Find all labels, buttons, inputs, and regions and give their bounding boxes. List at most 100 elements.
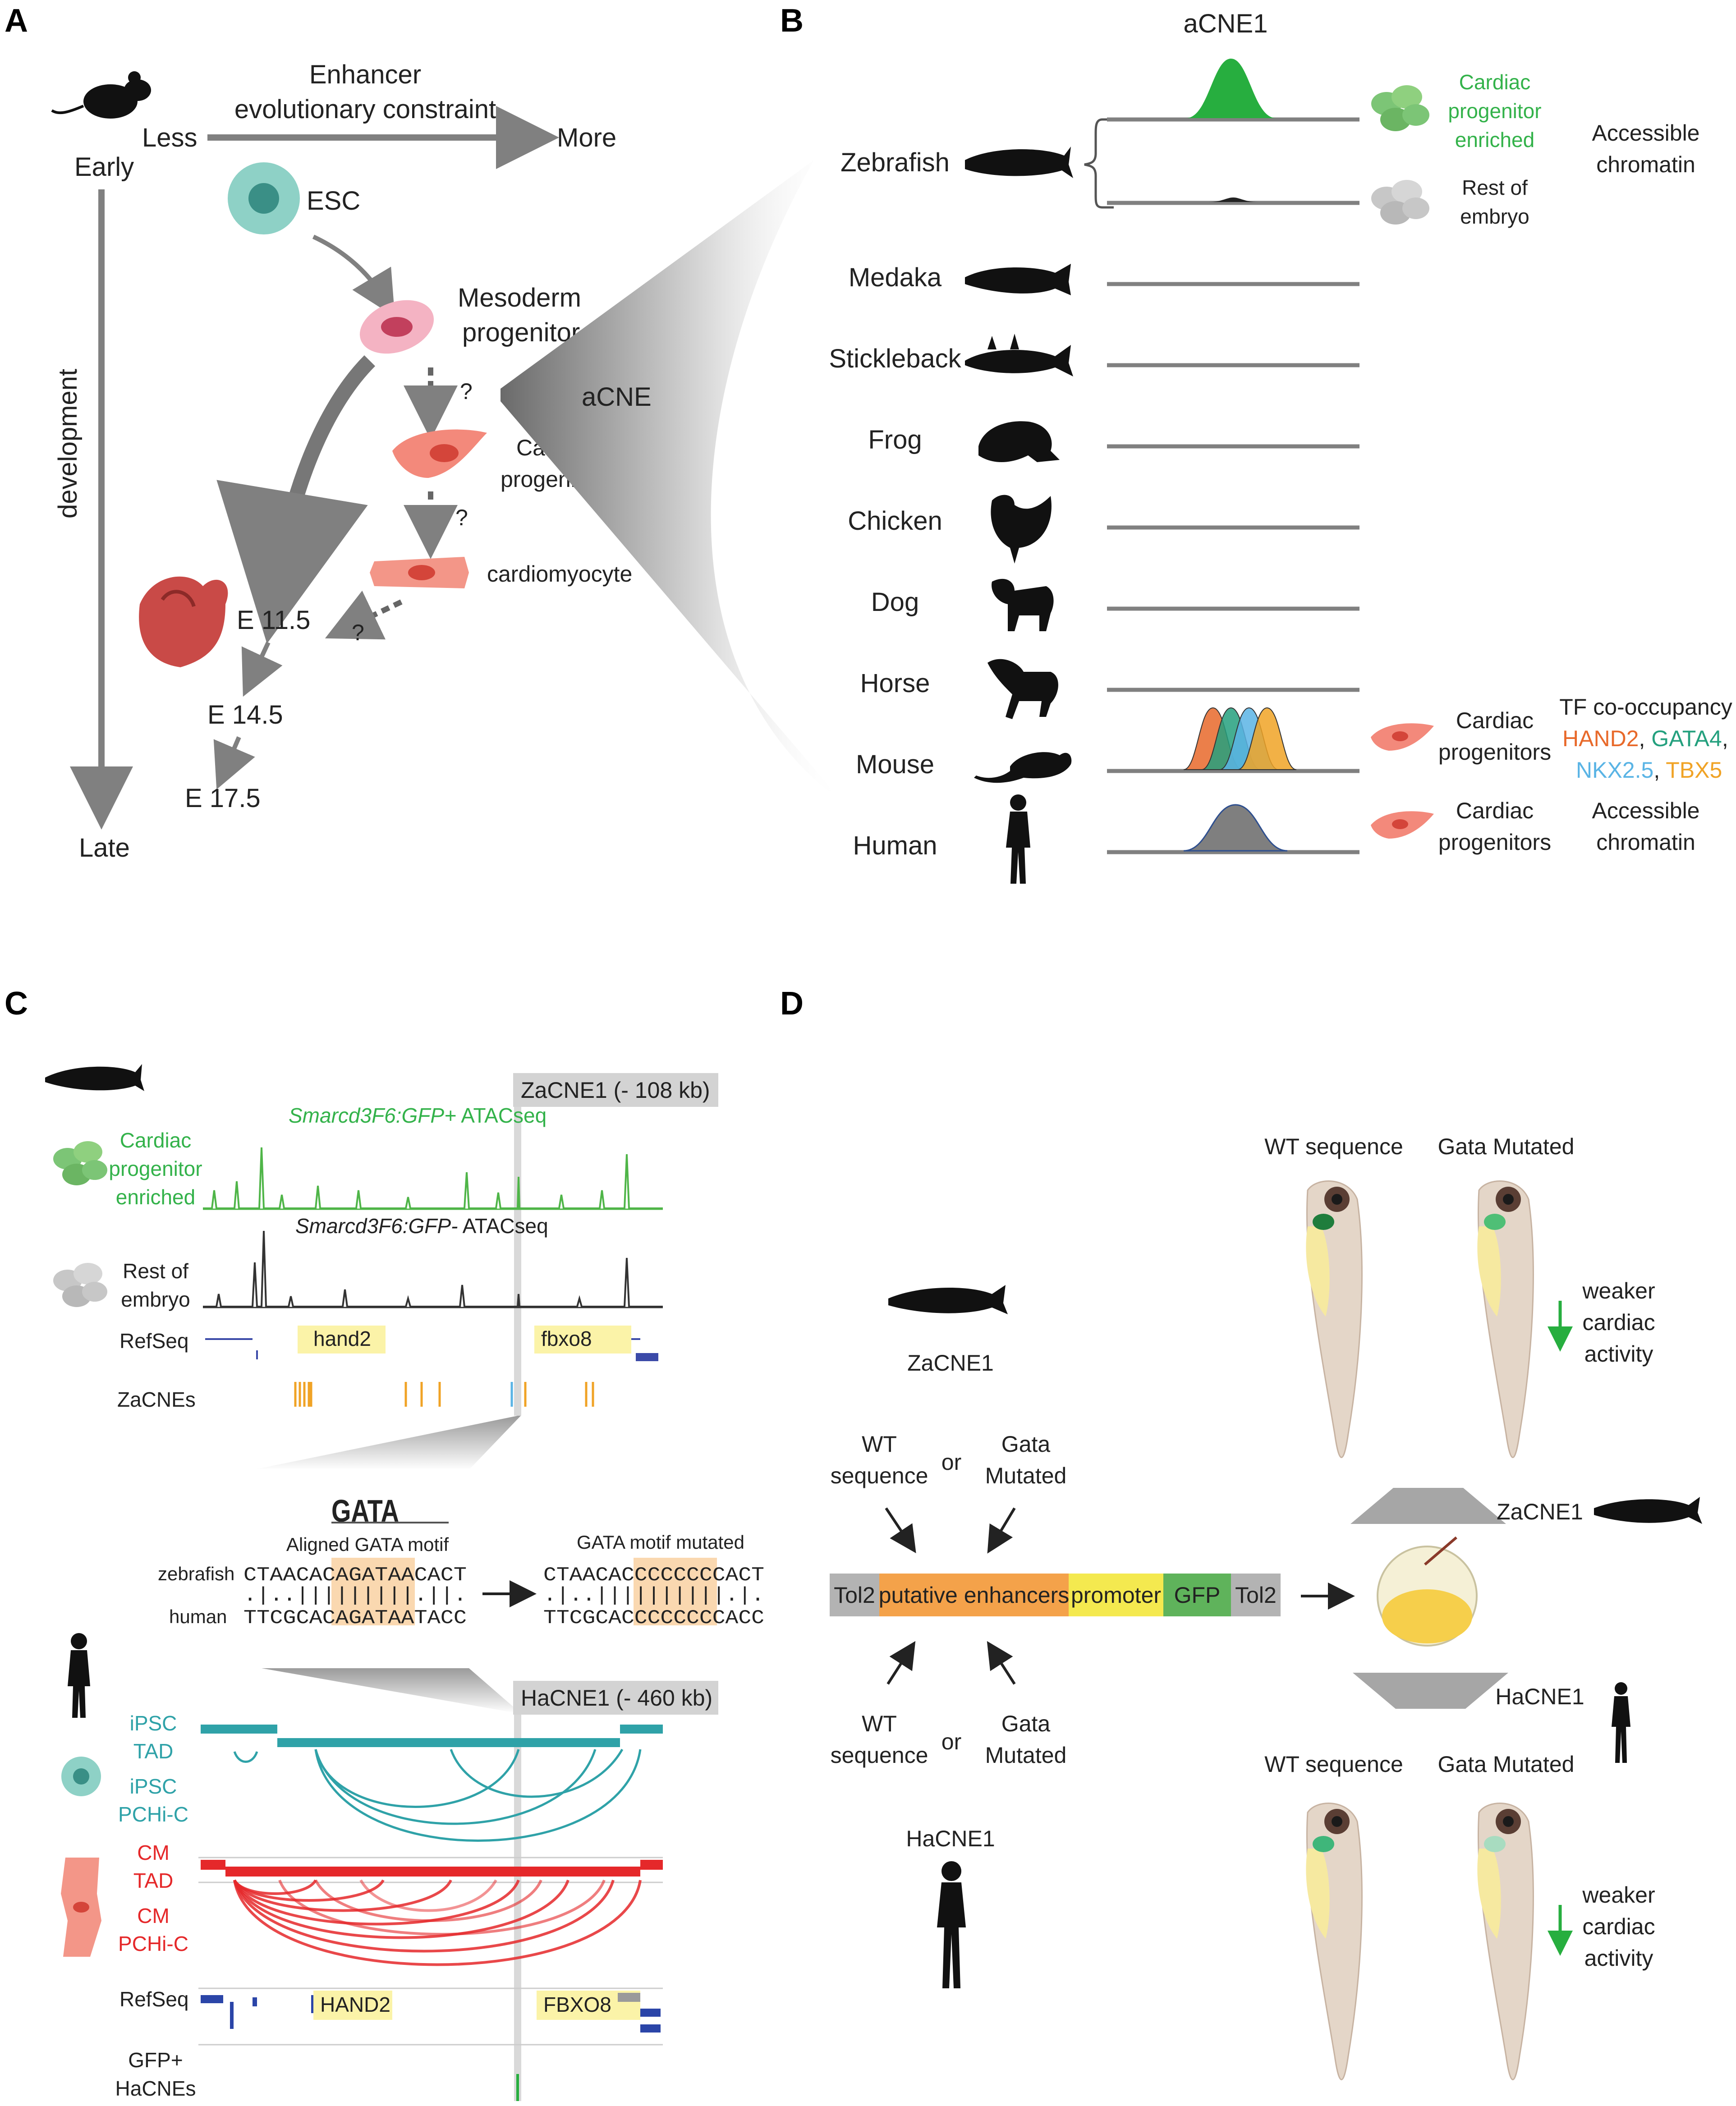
construct-label-tol2-right: Tol2: [1235, 1583, 1277, 1608]
cardiac-progenitor-icon-human: [1371, 811, 1434, 839]
cardiac-progenitor-icon-mouse: [1371, 723, 1434, 751]
weaker-top-1: weaker: [1582, 1278, 1655, 1303]
atac-negative-track: [203, 1230, 663, 1308]
panel-label-c: C: [5, 986, 28, 1022]
cardiac-progenitor-icon: [392, 429, 487, 478]
c-cardiac-label-1: Cardiac: [120, 1129, 192, 1152]
ipsc-cell-icon: [61, 1757, 101, 1796]
construct-tol2-right: [1231, 1574, 1281, 1616]
down-arrow-hacne: [1353, 1673, 1508, 1709]
zacnes-marks: [294, 1382, 594, 1407]
hand2-hs-box: [313, 1991, 392, 2020]
panel-a: Early Late development Less More Enhance…: [51, 60, 843, 863]
or-label-top: or: [941, 1450, 961, 1475]
zebrafish-icon: [965, 147, 1073, 178]
cm-tad-label-1: CM: [137, 1841, 170, 1864]
gata-label-bottom-1: Gata: [1001, 1711, 1051, 1736]
d-zacne1-label: ZaCNE1: [907, 1350, 994, 1376]
question-mark-3: ?: [352, 620, 364, 645]
ipsc-pchic-label-2: PCHi-C: [118, 1803, 188, 1826]
gata-top-arrow: [987, 1507, 1016, 1554]
mouse-tf-peaks: [1183, 707, 1297, 770]
tf-hand2: HAND2: [1562, 726, 1639, 751]
cardiac-cluster-icon-c: [53, 1141, 107, 1185]
esc-to-mesoderm-arrow: [312, 234, 395, 317]
tf-line-2: NKX2.5, TBX5: [1576, 757, 1722, 783]
gata-hacne-heart-gfp: [1484, 1836, 1506, 1852]
human-sequence: TTCGCACAGATAATACC: [243, 1607, 467, 1629]
alignment-markers: .|..|||||||||.||.: [243, 1584, 467, 1607]
up-arrow-zacne: [1350, 1488, 1506, 1524]
ipsc-pchic-label-1: iPSC: [130, 1775, 177, 1798]
aligned-motif-highlight: [331, 1558, 415, 1625]
fbxo8-zf-box: [534, 1326, 631, 1354]
atac-positive-track: [203, 1147, 663, 1209]
human-accessible-label-1: Accessible: [1592, 798, 1700, 823]
construct-enhancers: [879, 1574, 1069, 1616]
human-icon-d-right: [1612, 1682, 1630, 1763]
zacnes-label: ZaCNEs: [117, 1388, 196, 1411]
species-dog: Dog: [871, 587, 919, 617]
esc-label: ESC: [307, 186, 360, 216]
constraint-label-1: Enhancer: [309, 60, 421, 89]
human-accessible-peak: [1183, 804, 1288, 852]
or-label-bottom: or: [941, 1729, 961, 1754]
zebrafish-icon-c: [45, 1064, 144, 1091]
species-chicken: Chicken: [848, 506, 942, 536]
mesoderm-label-2: progenitor: [462, 318, 580, 347]
dog-icon: [992, 578, 1054, 631]
acne-zoom-cone: [501, 160, 843, 803]
gata-label-bottom-2: Mutated: [985, 1743, 1067, 1768]
species-mouse: Mouse: [856, 750, 934, 779]
zebrafish-sequence: CTAACACAGATAACACT: [243, 1564, 467, 1587]
c-cardiac-label-3: enriched: [116, 1185, 195, 1209]
ipsc-tad-label-1: iPSC: [130, 1711, 177, 1735]
gata-header-bottom: Gata Mutated: [1438, 1752, 1575, 1777]
hacne-zoom-wedge: [262, 1668, 521, 1713]
zf-cardiac-label-1: Cardiac: [1459, 70, 1531, 94]
panel-label-b: B: [780, 3, 804, 39]
tf-line-1: HAND2, GATA4,: [1562, 726, 1728, 751]
mouse-icon: [51, 71, 151, 119]
refseq-label-zf: RefSeq: [119, 1329, 188, 1353]
zf-accessible-label-2: chromatin: [1596, 152, 1695, 177]
cardiac-progenitor-cluster-icon: [1371, 85, 1429, 131]
cm-tad-track: [201, 1860, 663, 1877]
gata-motif-logo: GATA: [331, 1493, 449, 1528]
hand2-zf-box: [298, 1326, 386, 1354]
hand2-hs-label: HAND2: [320, 1993, 390, 2016]
cm-cell-icon: [61, 1858, 101, 1957]
rest-cluster-icon-c: [53, 1263, 107, 1307]
injected-egg-icon: [1377, 1536, 1478, 1647]
c-cardiac-label-2: progenitor: [109, 1157, 202, 1180]
d-right-hacne1: HaCNE1: [1495, 1684, 1584, 1709]
panel-b: aCNE1 Zebrafish Medaka Stickleback Frog …: [829, 9, 1732, 884]
e145-label: E 14.5: [207, 700, 283, 730]
weaker-top-2: cardiac: [1582, 1310, 1655, 1335]
human-cardiac-label-1: Cardiac: [1456, 798, 1534, 823]
wt-header-top: WT sequence: [1264, 1134, 1403, 1159]
weaker-top-3: activity: [1584, 1341, 1653, 1367]
species-human: Human: [853, 831, 937, 860]
construct-bar: Tol2 putative enhancers promoter GFP Tol…: [830, 1574, 1281, 1616]
zebrafish-brace: [1084, 118, 1114, 209]
tf-gata4: GATA4: [1651, 726, 1722, 751]
wt-label-top-2: sequence: [831, 1463, 928, 1488]
zacne-zoom-wedge: [253, 1416, 521, 1470]
hacne1-box: [513, 1681, 718, 1715]
zebrafish-cardiac-peak: [1186, 59, 1276, 118]
cm-pchic-arcs: [233, 1879, 642, 1966]
question-mark-2: ?: [455, 505, 468, 530]
zacne1-label: ZaCNE1 (- 108 kb): [521, 1078, 710, 1103]
mutated-hs-sequence: TTCGCACCCCCCCCACC: [543, 1607, 764, 1629]
d-hacne1-label: HaCNE1: [906, 1826, 995, 1851]
construct-tol2-left: [830, 1574, 879, 1616]
construct-label-tol2-left: Tol2: [834, 1583, 875, 1608]
species-horse: Horse: [860, 669, 930, 698]
human-accessible-label-2: chromatin: [1596, 830, 1695, 855]
zf-accessible-label-1: Accessible: [1592, 120, 1700, 146]
wt-label-bottom-2: sequence: [831, 1743, 928, 1768]
species-tracks: [1107, 117, 1359, 854]
esc-cell-icon: [228, 162, 300, 234]
